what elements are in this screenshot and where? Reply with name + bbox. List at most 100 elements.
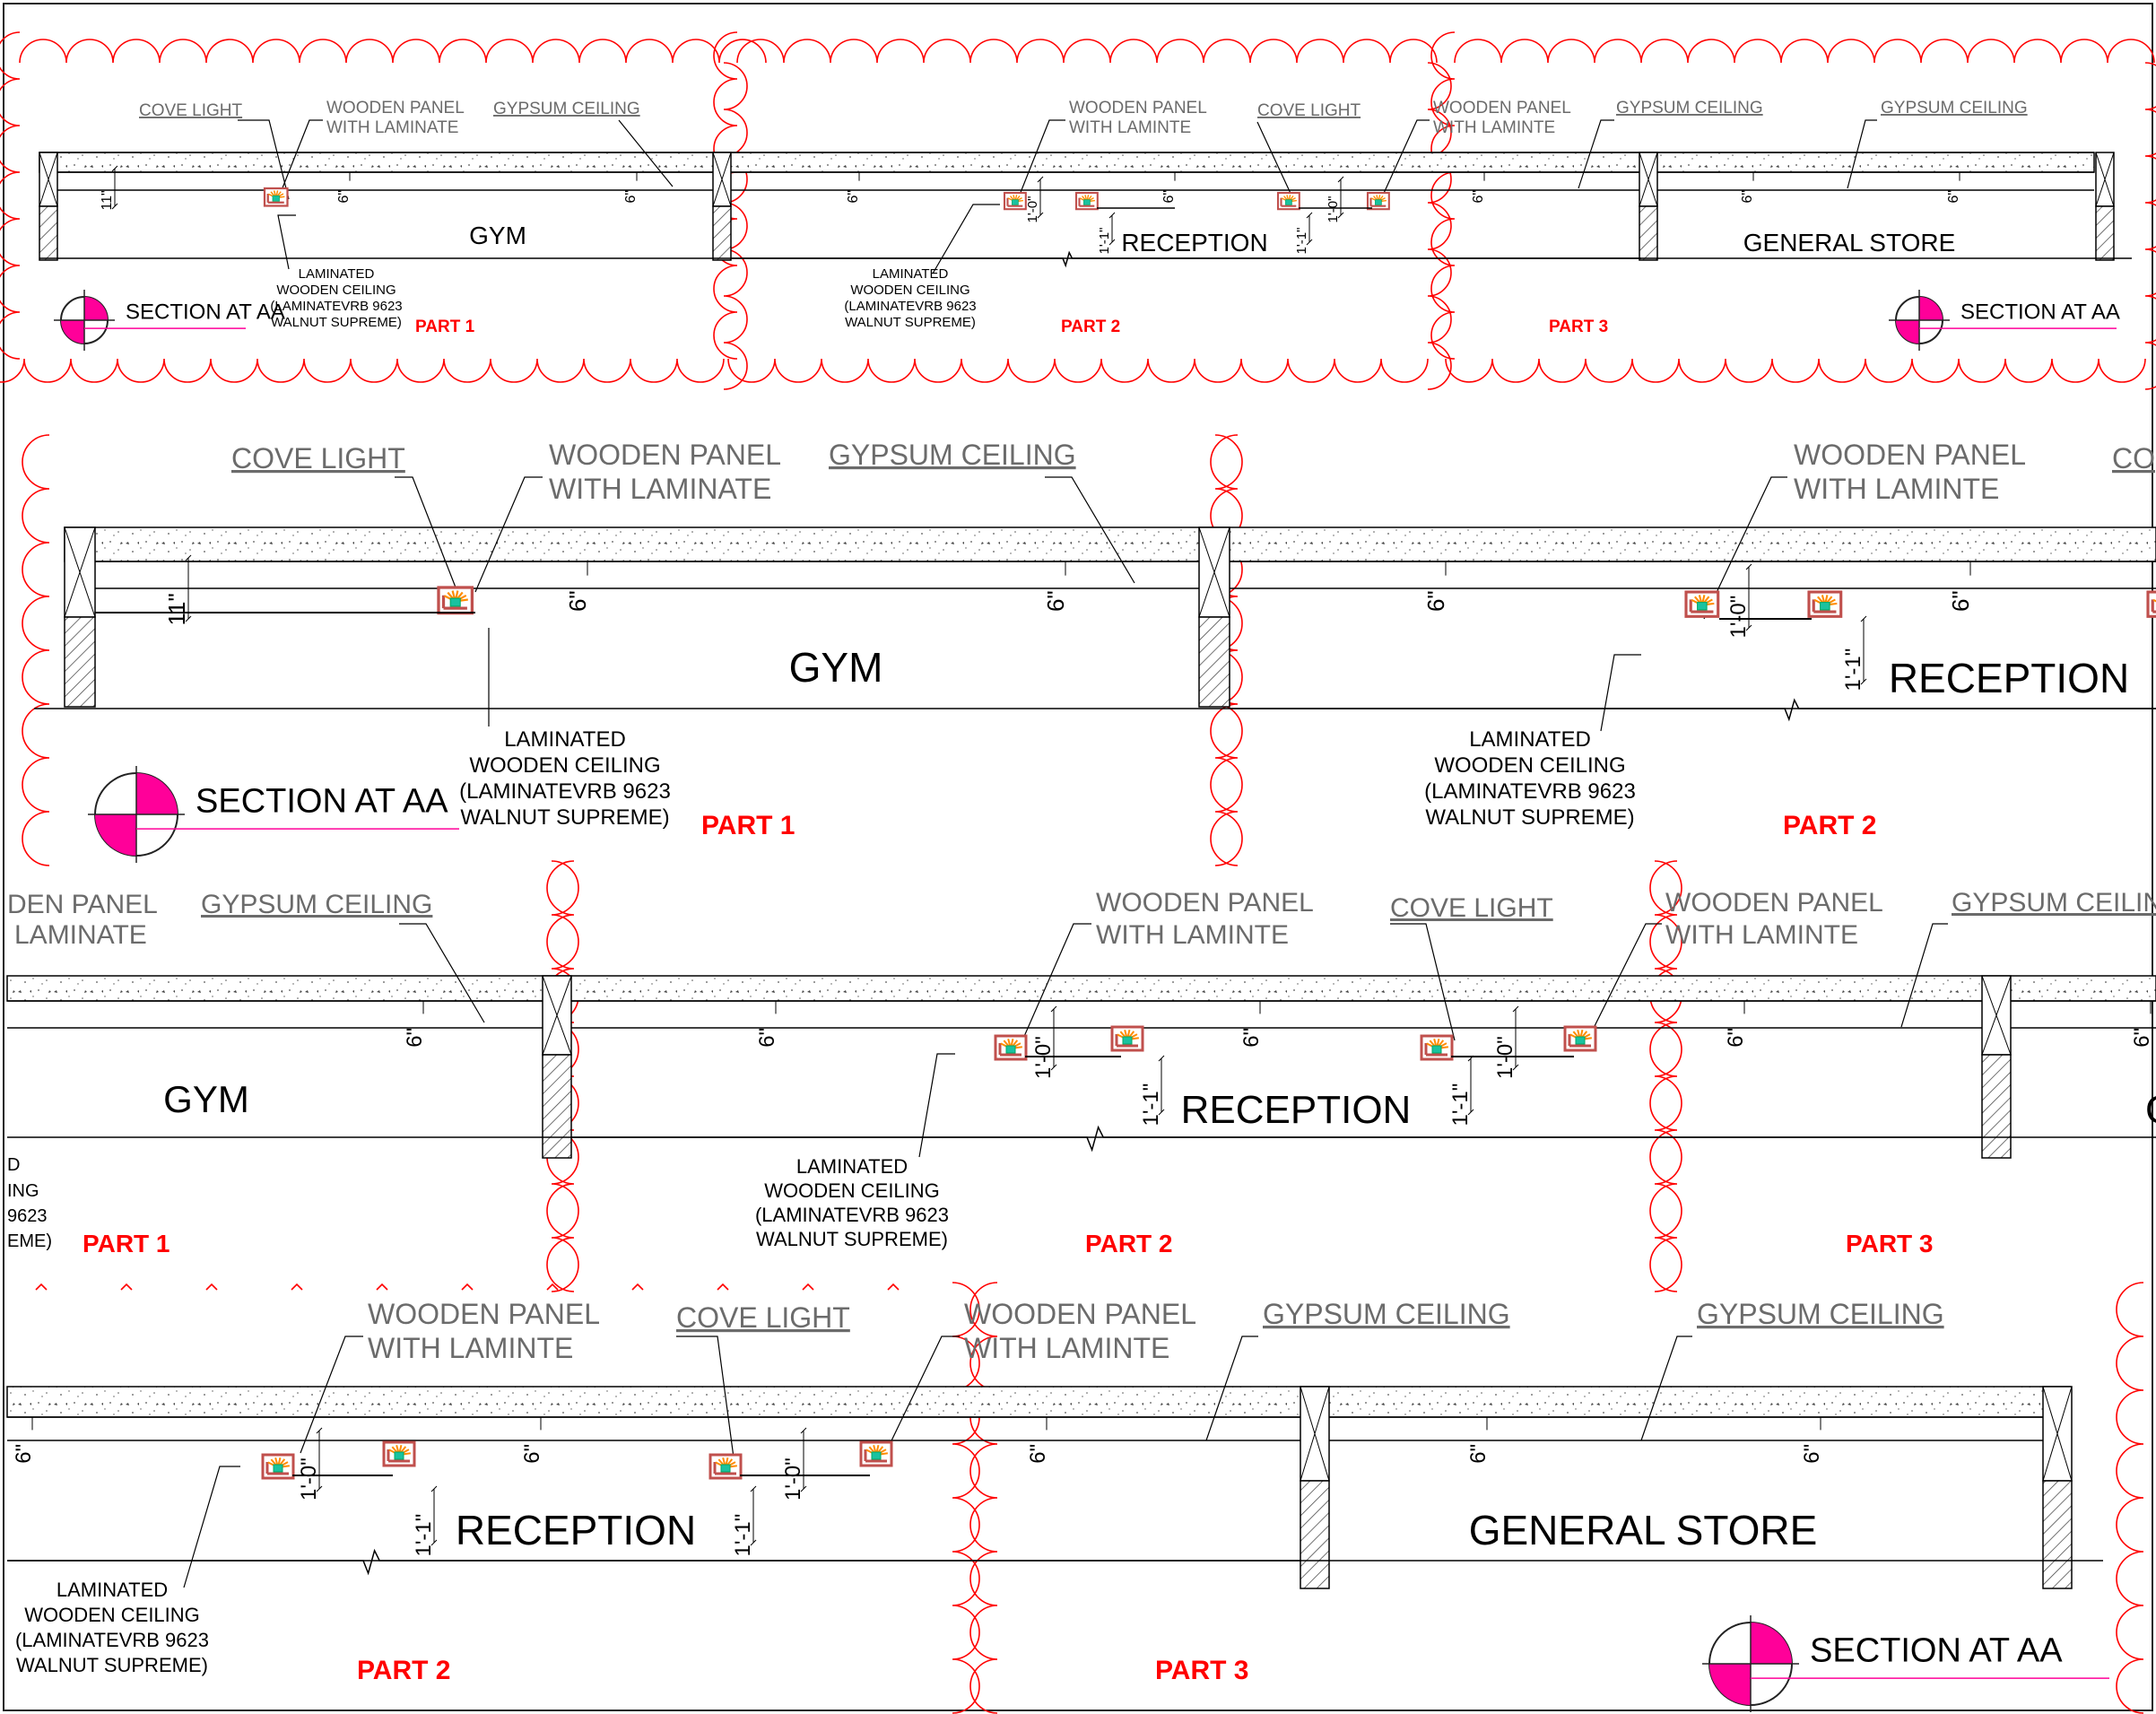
- r4-dim6-a-text: 6": [12, 1444, 36, 1464]
- r3-cove-fix-3-trim: [1424, 1043, 1447, 1057]
- r4-part-2: PART 2: [357, 1656, 450, 1685]
- r2-cove-fix-3-lamp: [1820, 602, 1830, 611]
- col-small-d-lower: [2095, 205, 2115, 261]
- r2-cove-fix-1-lamp: [449, 597, 461, 607]
- r4-dim6-c-text: 6": [1026, 1444, 1050, 1464]
- s-ld-cove1: [238, 119, 290, 200]
- s-dim6-b-text: 6": [623, 190, 639, 204]
- r3-dim6-a-text: 6": [403, 1028, 427, 1048]
- s-lam-2-0: LAMINATED: [873, 266, 949, 282]
- r2-dim6-a-text: 6": [564, 590, 591, 612]
- r4-room-store: GENERAL STORE: [1469, 1507, 1818, 1553]
- cloud-r4-caret: [887, 1283, 900, 1291]
- r2-ld-cove1: [395, 476, 458, 593]
- r4-cove-fix-1-trim: [265, 1462, 289, 1475]
- r2-cove-2: CO: [2112, 442, 2155, 474]
- s-cove-fix-3-trim: [1078, 197, 1095, 207]
- s-section-2-q1: [1919, 297, 1943, 320]
- r2-cove-1: COVE LIGHT: [231, 442, 405, 474]
- r4-cove-fix-1-lamp: [273, 1464, 283, 1473]
- r3-dim6-d-text: 6": [1724, 1028, 1748, 1048]
- r4-cove-fix-2-lamp: [394, 1451, 404, 1460]
- r2-gyp-1: GYPSUM CEILING: [829, 439, 1076, 471]
- r4-lam-1-0: LAMINATED: [57, 1579, 168, 1601]
- r4-cove-fix-2: [382, 1440, 416, 1467]
- r3-lam-1-0: LAMINATED: [796, 1155, 908, 1178]
- r2-section-label: SECTION AT AA: [196, 783, 448, 821]
- s-room-gym: GYM: [469, 222, 526, 249]
- s-dim-11-tick1: [111, 165, 118, 172]
- s-dim-11-tick2: [111, 203, 118, 210]
- s-section-1-label: SECTION AT AA: [126, 300, 285, 325]
- cloud-r3-c: [1654, 860, 1682, 1292]
- slab-small: [39, 152, 2095, 173]
- r2-wp2-2: WITH LAMINTE: [1794, 473, 1999, 505]
- s-lam-1-3: WALNUT SUPREME): [271, 315, 402, 330]
- s-dim10-b-tick1: [1337, 176, 1344, 183]
- r2-dim11b-text: 1'-1": [1841, 648, 1865, 692]
- col-r2-b-lower: [1198, 616, 1230, 708]
- r3-wp0-2: LAMINATE: [14, 920, 147, 950]
- r2-cove-fix-1: [437, 586, 474, 615]
- r4-dim11b-b-tick2: [750, 1539, 757, 1546]
- slab-r2: [64, 526, 2156, 562]
- r2-ld-gyp1: [1045, 476, 1135, 584]
- r4-dim10-b-text: 1'-0": [781, 1457, 805, 1501]
- r3-dim10-a-tick2: [1050, 1064, 1057, 1071]
- cloud-r4-b: [969, 1282, 998, 1714]
- r3-cove-fix-2-lamp: [1122, 1036, 1133, 1045]
- r2-dim11b-tick2: [1860, 678, 1867, 685]
- cloud-r2-left: [22, 434, 50, 866]
- s-wp3-2: WITH LAMINTE: [1433, 118, 1555, 137]
- r4-ld-wp1: [300, 1336, 363, 1454]
- r3-cove-fix-3: [1420, 1034, 1454, 1061]
- break-small: [731, 250, 1641, 268]
- s-lam-1-1: WOODEN CEILING: [276, 283, 396, 298]
- r2-cove-fix-1-trim: [441, 595, 467, 610]
- cloud-part3-small-bottom: [1445, 358, 2146, 383]
- r3-gyp-1: GYPSUM CEILING: [201, 890, 432, 919]
- cloud-part3-small-right: [2144, 62, 2156, 390]
- col-r3-b-x2: [1981, 975, 2012, 1056]
- cloud-r3-d: [1649, 860, 1678, 1292]
- s-lam-2-3: WALNUT SUPREME): [845, 315, 976, 330]
- r3-room-reception: RECEPTION: [1181, 1088, 1412, 1132]
- r2-dim-11-tick2: [185, 615, 192, 622]
- r2-lam-1-3: WALNUT SUPREME): [460, 805, 669, 830]
- r4-cove-fix-3-lamp: [720, 1464, 731, 1473]
- col-r2-a-x2: [64, 526, 96, 618]
- r4-gyp-2: GYPSUM CEILING: [1697, 1298, 1944, 1330]
- r4-cove-fix-3: [709, 1453, 743, 1480]
- r4-dim6-d-text: 6": [1466, 1444, 1491, 1464]
- r3-dim10-b-tick2: [1512, 1064, 1519, 1071]
- cloud-part3-small-left: [1430, 31, 1456, 360]
- s-cove-fix-1-lamp: [272, 195, 280, 202]
- r3-dim11b-a-tick2: [1158, 1109, 1165, 1116]
- s-section-2-label: SECTION AT AA: [1960, 300, 2120, 325]
- cloud-r4-caret: [35, 1283, 48, 1291]
- s-cove-1: COVE LIGHT: [139, 101, 242, 120]
- r4-dim11b-a-text: 1'-1": [412, 1514, 436, 1557]
- s-dim11b-a-tick2: [1108, 239, 1116, 246]
- s-ld-wp1: [277, 119, 323, 200]
- r4-dim11b-a-tick2: [430, 1539, 438, 1546]
- col-r4-b-lower: [2042, 1480, 2073, 1589]
- s-ld-wp2: [1017, 119, 1065, 200]
- s-dim11b-b-text: 1'-1": [1294, 228, 1309, 255]
- r2-dim6-c-text: 6": [1422, 590, 1449, 612]
- col-r3-a-x2: [542, 975, 572, 1056]
- s-ld-gyp3: [1847, 119, 1877, 189]
- s-wp2-1: WOODEN PANEL: [1069, 99, 1207, 117]
- r4-cove-fix-4-lamp: [871, 1451, 882, 1460]
- s-cove-fix-2-lamp: [1012, 199, 1019, 205]
- r3-ld-lam1: [918, 1053, 955, 1158]
- r2-section-q2: [95, 814, 136, 856]
- r4-ld-wp2: [882, 1336, 960, 1458]
- s-ld-lam2: [932, 204, 1000, 274]
- s-dim6-f-text: 6": [1740, 190, 1755, 204]
- r2-lam-1-0: LAMINATED: [504, 727, 626, 752]
- s-lam-2-2: (LAMINATEVRB 9623: [844, 299, 976, 314]
- r2-dim6-d-text: 6": [1947, 590, 1974, 612]
- s-dim-11-text: 11": [100, 190, 115, 210]
